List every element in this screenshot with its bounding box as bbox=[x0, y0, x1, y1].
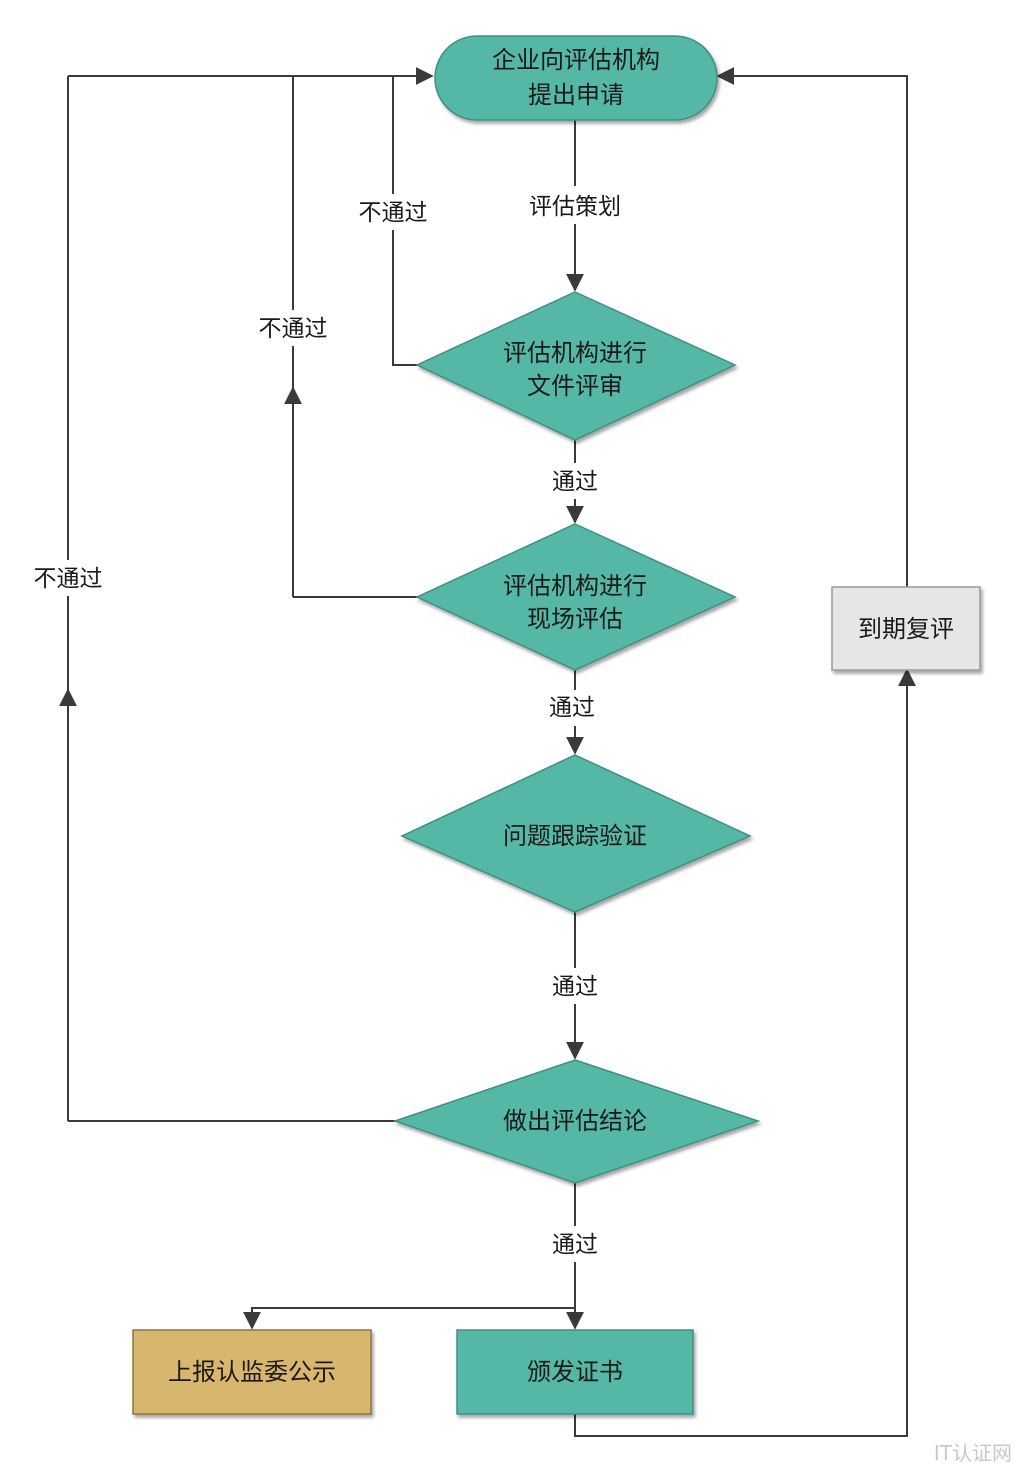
node-certificate-label: 颁发证书 bbox=[527, 1358, 623, 1386]
edge-label-fail-2: 不通过 bbox=[259, 316, 328, 342]
node-doc-review-line1: 评估机构进行 bbox=[503, 339, 647, 367]
node-conclusion: 做出评估结论 bbox=[392, 1059, 761, 1184]
edge-label-fail-3: 不通过 bbox=[34, 566, 103, 592]
edge-label-pass-1: 通过 bbox=[552, 469, 598, 495]
node-onsite-line2: 现场评估 bbox=[527, 605, 623, 633]
edge-certificate-to-renewal bbox=[574, 668, 916, 1437]
edge-label-pass-2: 通过 bbox=[549, 695, 595, 721]
watermark: IT认证网 bbox=[933, 1441, 1012, 1465]
node-report-label: 上报认监委公示 bbox=[168, 1358, 336, 1386]
node-certificate: 颁发证书 bbox=[456, 1329, 694, 1415]
edge-label-fail-1: 不通过 bbox=[359, 200, 428, 226]
node-report: 上报认监委公示 bbox=[132, 1329, 372, 1415]
node-tracking-label: 问题跟踪验证 bbox=[503, 822, 647, 850]
edge-label-pass-3: 通过 bbox=[552, 974, 598, 1000]
node-apply-line1: 企业向评估机构 bbox=[492, 46, 660, 74]
node-tracking: 问题跟踪验证 bbox=[400, 754, 752, 913]
node-doc-review: 评估机构进行 文件评审 bbox=[415, 291, 737, 441]
node-renewal: 到期复评 bbox=[831, 586, 981, 671]
node-doc-review-line2: 文件评审 bbox=[527, 372, 623, 400]
node-onsite: 评估机构进行 现场评估 bbox=[415, 523, 737, 671]
node-apply: 企业向评估机构 提出申请 bbox=[434, 35, 718, 121]
edge-renewal-to-apply bbox=[716, 67, 908, 587]
node-onsite-line1: 评估机构进行 bbox=[503, 572, 647, 600]
edge-label-pass-4: 通过 bbox=[552, 1232, 598, 1258]
node-conclusion-label: 做出评估结论 bbox=[503, 1107, 647, 1135]
edge-to-report bbox=[243, 1307, 575, 1330]
node-apply-line2: 提出申请 bbox=[528, 81, 624, 109]
node-renewal-label: 到期复评 bbox=[858, 615, 954, 643]
edge-label-planning: 评估策划 bbox=[529, 194, 621, 220]
